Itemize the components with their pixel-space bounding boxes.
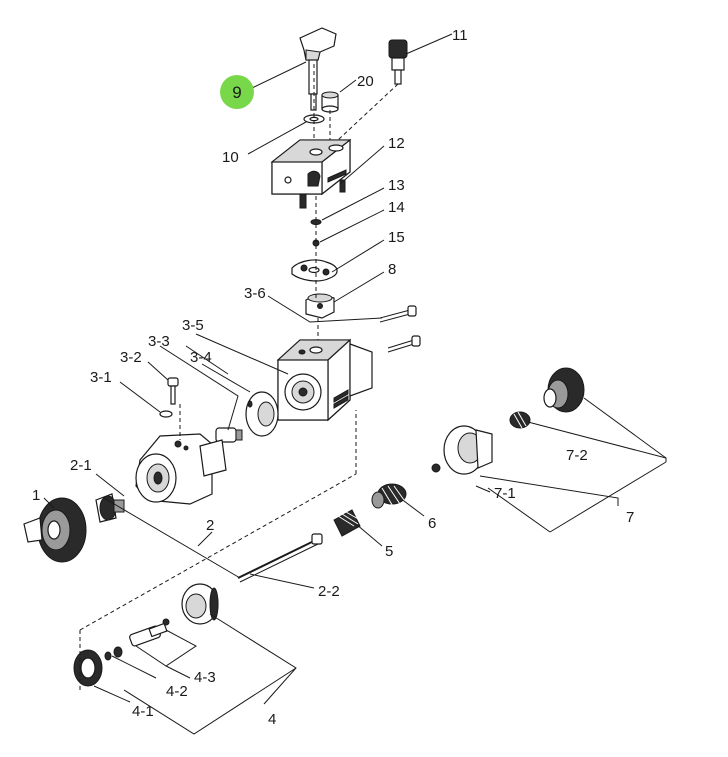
part-4-1-ring <box>73 649 103 687</box>
label-2-1: 2-1 <box>70 457 92 474</box>
highlight-circle[interactable] <box>220 75 254 109</box>
label-20: 20 <box>357 73 374 90</box>
label-3-5: 3-5 <box>182 317 204 334</box>
part-5-spring <box>333 509 361 537</box>
label-3-4: 3-4 <box>190 349 212 366</box>
label-3-1: 3-1 <box>90 369 112 386</box>
part-12-block <box>270 138 352 209</box>
part-6-spring-guide <box>371 483 407 509</box>
part-labels: 11 20 10 12 13 14 15 8 3-6 3-5 3-3 3-4 3… <box>32 27 634 728</box>
part-7-2-spring <box>509 411 531 429</box>
part-4-2-oring <box>104 646 123 661</box>
part-3-3-fitting <box>215 427 243 443</box>
label-3-3: 3-3 <box>148 333 170 350</box>
part-7-knob <box>543 367 585 413</box>
part-3-2-screw <box>167 377 179 405</box>
part-3-6-screws <box>379 305 421 353</box>
label-1: 1 <box>32 487 40 504</box>
label-2-2: 2-2 <box>318 583 340 600</box>
part-1-air-cap <box>23 497 87 563</box>
label-4-2: 4-2 <box>166 683 188 700</box>
label-5: 5 <box>385 543 393 560</box>
label-6: 6 <box>428 515 436 532</box>
label-9-highlighted[interactable]: 9 <box>232 83 241 102</box>
label-2: 2 <box>206 517 214 534</box>
label-14: 14 <box>388 199 405 216</box>
gun-head-body <box>135 433 227 505</box>
label-3-2: 3-2 <box>120 349 142 366</box>
label-4-1: 4-1 <box>132 703 154 720</box>
part-2-1-nozzle <box>95 493 125 523</box>
part-20-plug <box>321 91 339 113</box>
part-3-4-gasket <box>245 391 279 437</box>
part-15-gasket <box>291 259 338 282</box>
part-4-3-shaft <box>129 618 170 647</box>
part-7-1-fitting <box>431 425 493 475</box>
part-4-piston <box>181 583 219 625</box>
part-3-1-washer <box>159 410 173 418</box>
part-8-cam <box>305 293 335 319</box>
label-15: 15 <box>388 229 405 246</box>
leader-lines <box>43 33 667 735</box>
part-11-valve <box>388 39 408 85</box>
label-13: 13 <box>388 177 405 194</box>
label-7-2: 7-2 <box>566 447 588 464</box>
label-10: 10 <box>222 149 239 166</box>
label-3-6: 3-6 <box>244 285 266 302</box>
label-11: 11 <box>452 27 468 44</box>
label-4: 4 <box>268 711 276 728</box>
label-4-3: 4-3 <box>194 669 216 686</box>
main-body-block <box>276 338 373 422</box>
part-2-needle <box>237 533 323 583</box>
label-12: 12 <box>388 135 405 152</box>
label-7-1: 7-1 <box>494 485 516 502</box>
label-7: 7 <box>626 509 634 526</box>
label-8: 8 <box>388 261 396 278</box>
